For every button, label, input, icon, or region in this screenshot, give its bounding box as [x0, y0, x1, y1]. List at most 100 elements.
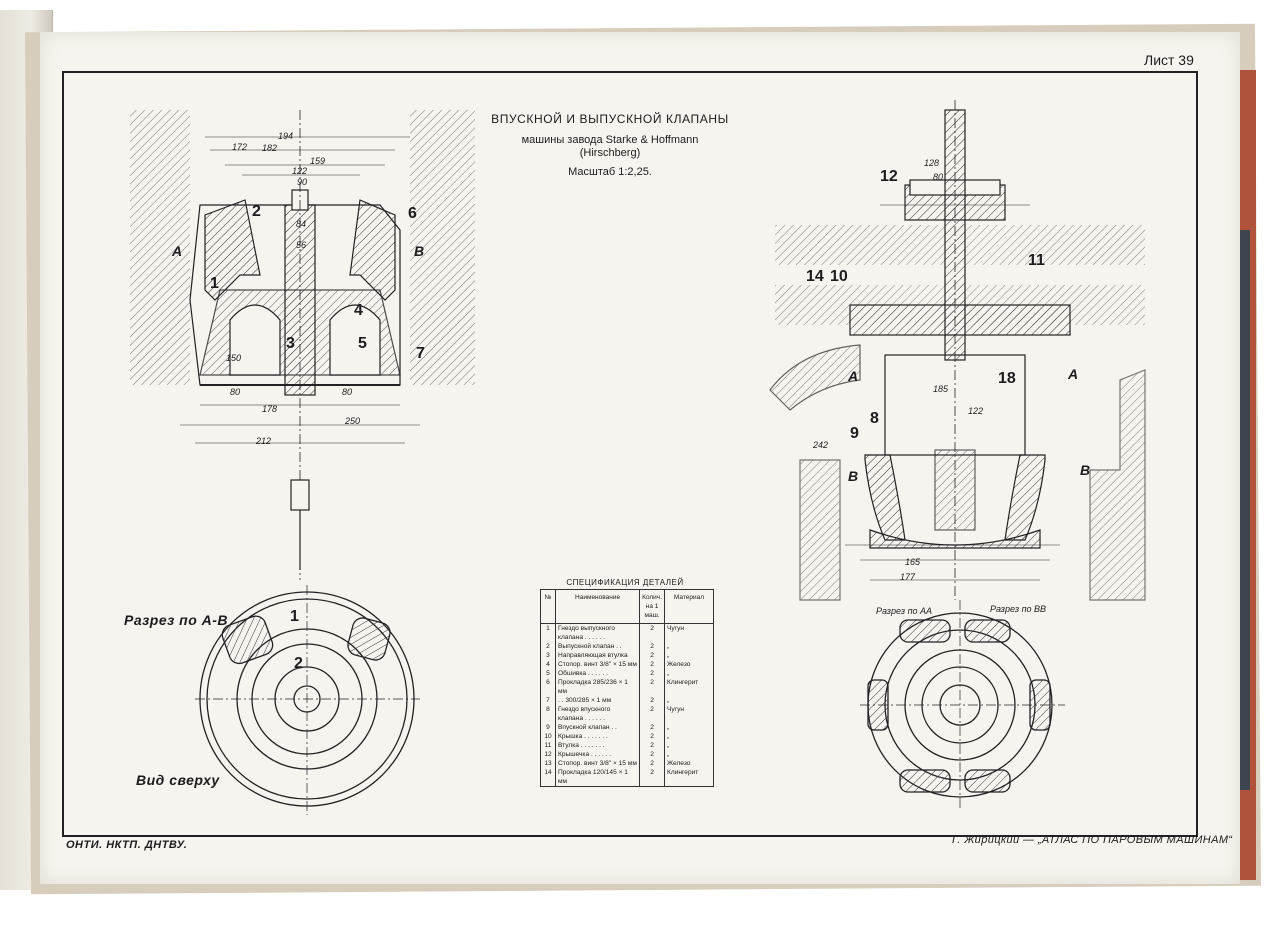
part-quantity: 2 [639, 678, 665, 696]
part-number: 7 [416, 345, 425, 362]
dimension-label: 182 [262, 143, 278, 153]
section-letter: В [1080, 462, 1091, 478]
part-material: Клингерит [664, 768, 714, 787]
dimension-label: 56 [296, 240, 307, 250]
part-name: Прокладка 120/145 × 1 мм [554, 768, 641, 787]
part-quantity: 2 [639, 723, 665, 732]
machine-maker: машины завода Starke & Hoffmann (Hirschb… [480, 134, 740, 160]
exhaust-valve-plan-view [195, 585, 420, 815]
top-view-label: Вид сверху [136, 772, 220, 788]
row-number: 2 [540, 642, 556, 651]
drawing-frame [62, 71, 1198, 837]
part-number: 11 [1028, 252, 1045, 269]
part-quantity: 2 [639, 768, 665, 787]
part-quantity: 2 [639, 741, 665, 750]
section-letter: В [414, 243, 425, 259]
row-number: 5 [540, 669, 556, 678]
row-number: 10 [540, 732, 556, 741]
part-quantity: 2 [639, 651, 665, 660]
plan-part-number: 2 [294, 655, 303, 672]
part-material: Чугун [664, 623, 714, 642]
sheet-number: Лист 39 [1144, 52, 1194, 68]
column-header: № [540, 589, 556, 624]
part-material: „ [664, 723, 714, 732]
part-name: Втулка . . . . . . . [554, 741, 641, 750]
part-name: Крышечка . . . . . . [554, 750, 641, 759]
part-number: 2 [252, 203, 261, 220]
part-name: Впускной клапан . . [554, 723, 641, 732]
part-name: Выпускной клапан . . [554, 642, 641, 651]
part-quantity: 2 [639, 642, 665, 651]
row-number: 8 [540, 705, 556, 723]
part-material: „ [664, 651, 714, 660]
dimension-label: 150 [226, 353, 242, 363]
part-name: Обшивка . . . . . . [554, 669, 641, 678]
part-name: Гнездо выпускного клапана . . . . . . [554, 623, 641, 642]
section-letter: В [848, 468, 859, 484]
row-number: 13 [540, 759, 556, 768]
part-material: „ [664, 750, 714, 759]
part-name: Прокладка 285/236 × 1 мм [554, 678, 641, 696]
drawing-scale: Масштаб 1:2,25. [568, 166, 652, 178]
part-number: 3 [286, 335, 295, 352]
row-number: 1 [540, 623, 556, 642]
part-number: 1 [210, 275, 219, 292]
part-material: „ [664, 741, 714, 750]
dimension-label: 122 [968, 406, 984, 416]
part-number: 12 [880, 168, 898, 185]
dimension-label: 128 [924, 158, 940, 168]
column-header: Материал [664, 589, 714, 624]
machine-location: (Hirschberg) [579, 147, 641, 159]
part-material: „ [664, 696, 714, 705]
specification-table: № Наименование Колич. на 1 маш. Материал… [540, 589, 714, 787]
part-material: Железо [664, 660, 714, 669]
part-number: 18 [998, 370, 1016, 387]
inlet-valve-section [769, 100, 1146, 601]
row-number: 14 [540, 768, 556, 787]
parts-specification: СПЕЦИФИКАЦИЯ ДЕТАЛЕЙ № Наименование Коли… [540, 578, 714, 787]
row-number: 7 [540, 696, 556, 705]
part-number: 5 [358, 335, 367, 352]
part-quantity: 2 [639, 623, 665, 642]
part-number: 6 [408, 205, 417, 222]
dimension-label: 242 [813, 440, 829, 450]
section-letter: А [848, 368, 859, 384]
part-material: Клингерит [664, 678, 714, 696]
part-material: „ [664, 669, 714, 678]
part-number: 9 [850, 425, 859, 442]
part-quantity: 2 [639, 759, 665, 768]
plan-part-number: 1 [290, 608, 299, 625]
part-name: . . 300/285 × 1 мм [554, 696, 641, 705]
part-name: Крышка . . . . . . . [554, 732, 641, 741]
column-header: Колич. на 1 маш. [639, 589, 665, 624]
column-header: Наименование [554, 589, 641, 624]
dimension-label: 212 [256, 436, 272, 446]
row-number: 4 [540, 660, 556, 669]
exhaust-valve-section [130, 110, 475, 580]
section-view-label: Разрез по ВВ [990, 604, 1047, 614]
section-view-label: Разрез по А-В [124, 612, 229, 628]
part-number: 8 [870, 410, 879, 427]
dimension-label: 90 [297, 177, 308, 187]
part-material: „ [664, 732, 714, 741]
machine-name: машины завода Starke & Hoffmann [521, 134, 699, 146]
row-number: 9 [540, 723, 556, 732]
part-name: Направляющая втулка [554, 651, 641, 660]
specification-title: СПЕЦИФИКАЦИЯ ДЕТАЛЕЙ [566, 578, 684, 587]
dimension-label: 178 [262, 404, 278, 414]
part-quantity: 2 [639, 705, 665, 723]
